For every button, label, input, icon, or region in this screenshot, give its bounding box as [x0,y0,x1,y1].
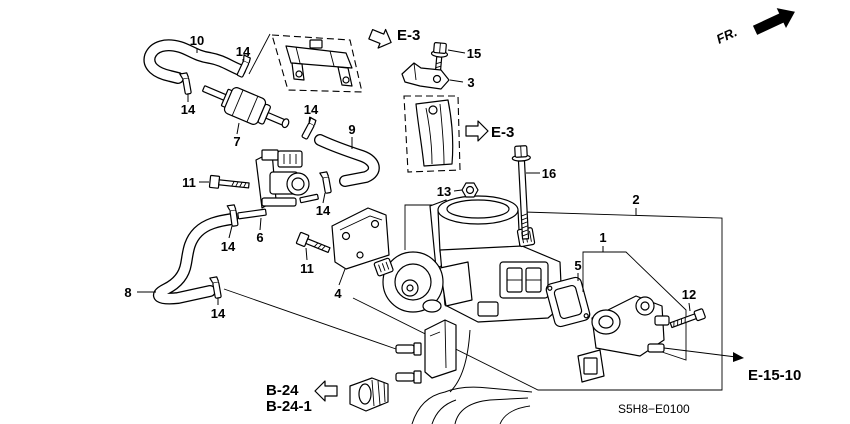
callout-2[interactable]: 2 [632,192,639,207]
callout-3[interactable]: 3 [467,75,474,90]
callout-9[interactable]: 9 [348,122,355,137]
reference-line [248,33,271,75]
stud-pin [395,370,422,384]
callout-14[interactable]: 14 [221,239,236,254]
hose-clip-assembly [349,377,389,412]
callout-6[interactable]: 6 [256,230,263,245]
callout-11[interactable]: 11 [300,261,314,276]
callout-7[interactable]: 7 [233,134,240,149]
hose-clamp-14 [301,116,317,140]
diagram-code: S5H8−E0100 [618,402,690,416]
callout-14[interactable]: 14 [316,203,331,218]
reference-group-e-3-top [271,28,392,93]
front-direction-arrow-icon [752,8,795,35]
filter-7 [202,85,290,129]
reference-label-b-24[interactable]: B-24 [266,382,299,399]
callout-14[interactable]: 14 [236,44,251,59]
throttle-body-2 [373,195,563,323]
bracket-3 [401,62,450,90]
reference-label-e-3-middle[interactable]: E-3 [491,124,514,141]
nut-13 [461,182,479,198]
bolt-16 [511,145,531,240]
callout-1[interactable]: 1 [599,230,606,245]
front-direction-label: FR. [714,24,739,46]
callout-8[interactable]: 8 [124,285,131,300]
reference-arrow-icon [465,120,489,142]
hose-clamp-14 [236,54,251,78]
hose-9 [314,134,380,187]
reference-label-e-3-top[interactable]: E-3 [397,27,420,44]
part-callouts: 10 14 14 7 14 9 11 14 6 14 11 8 14 4 15 … [124,33,696,321]
reference-arrow-icon [368,28,392,49]
reference-label-b-24-1[interactable]: B-24-1 [266,398,312,415]
valve-assembly-1 [577,251,687,383]
callout-leader-lines [137,49,691,312]
bolt-12 [669,308,706,329]
connection-line [223,288,397,350]
hose-10 [143,39,246,84]
reference-group-e-3-middle [403,95,489,173]
callout-14[interactable]: 14 [181,102,196,117]
callout-15[interactable]: 15 [467,46,481,61]
hose-clamp-14 [226,204,239,227]
callout-12[interactable]: 12 [682,287,696,302]
reference-labels: E-3 E-3 E-15-10 B-24 B-24-1 [266,27,801,415]
callout-16[interactable]: 16 [542,166,556,181]
stud-pin [395,342,422,356]
callout-14[interactable]: 14 [304,102,319,117]
callout-4[interactable]: 4 [334,286,342,301]
callout-14[interactable]: 14 [211,306,226,321]
solenoid-valve-6 [237,149,319,220]
callout-13[interactable]: 13 [437,184,451,199]
reference-label-e-15-10[interactable]: E-15-10 [748,367,801,384]
bracket-4 [331,207,390,270]
bolt-11 [208,174,250,189]
hose-clamp-14 [209,276,222,299]
hose-8 [152,213,238,305]
bolt-11 [295,231,331,254]
callout-10[interactable]: 10 [190,33,204,48]
reference-arrow-icon [314,380,338,402]
throttle-body-spacer [424,319,457,379]
front-direction-indicator: FR. [714,8,795,47]
throttle-body-group-outline [352,204,723,391]
hose-clamp-14 [179,72,192,95]
reference-e-15-10-pointer [663,347,744,362]
intake-manifold-outline [411,329,533,424]
callout-11[interactable]: 11 [182,175,196,190]
gasket-5 [545,276,591,328]
hose-clamp-14 [319,171,332,194]
reference-arrow-icon [733,352,744,362]
callout-5[interactable]: 5 [574,258,581,273]
